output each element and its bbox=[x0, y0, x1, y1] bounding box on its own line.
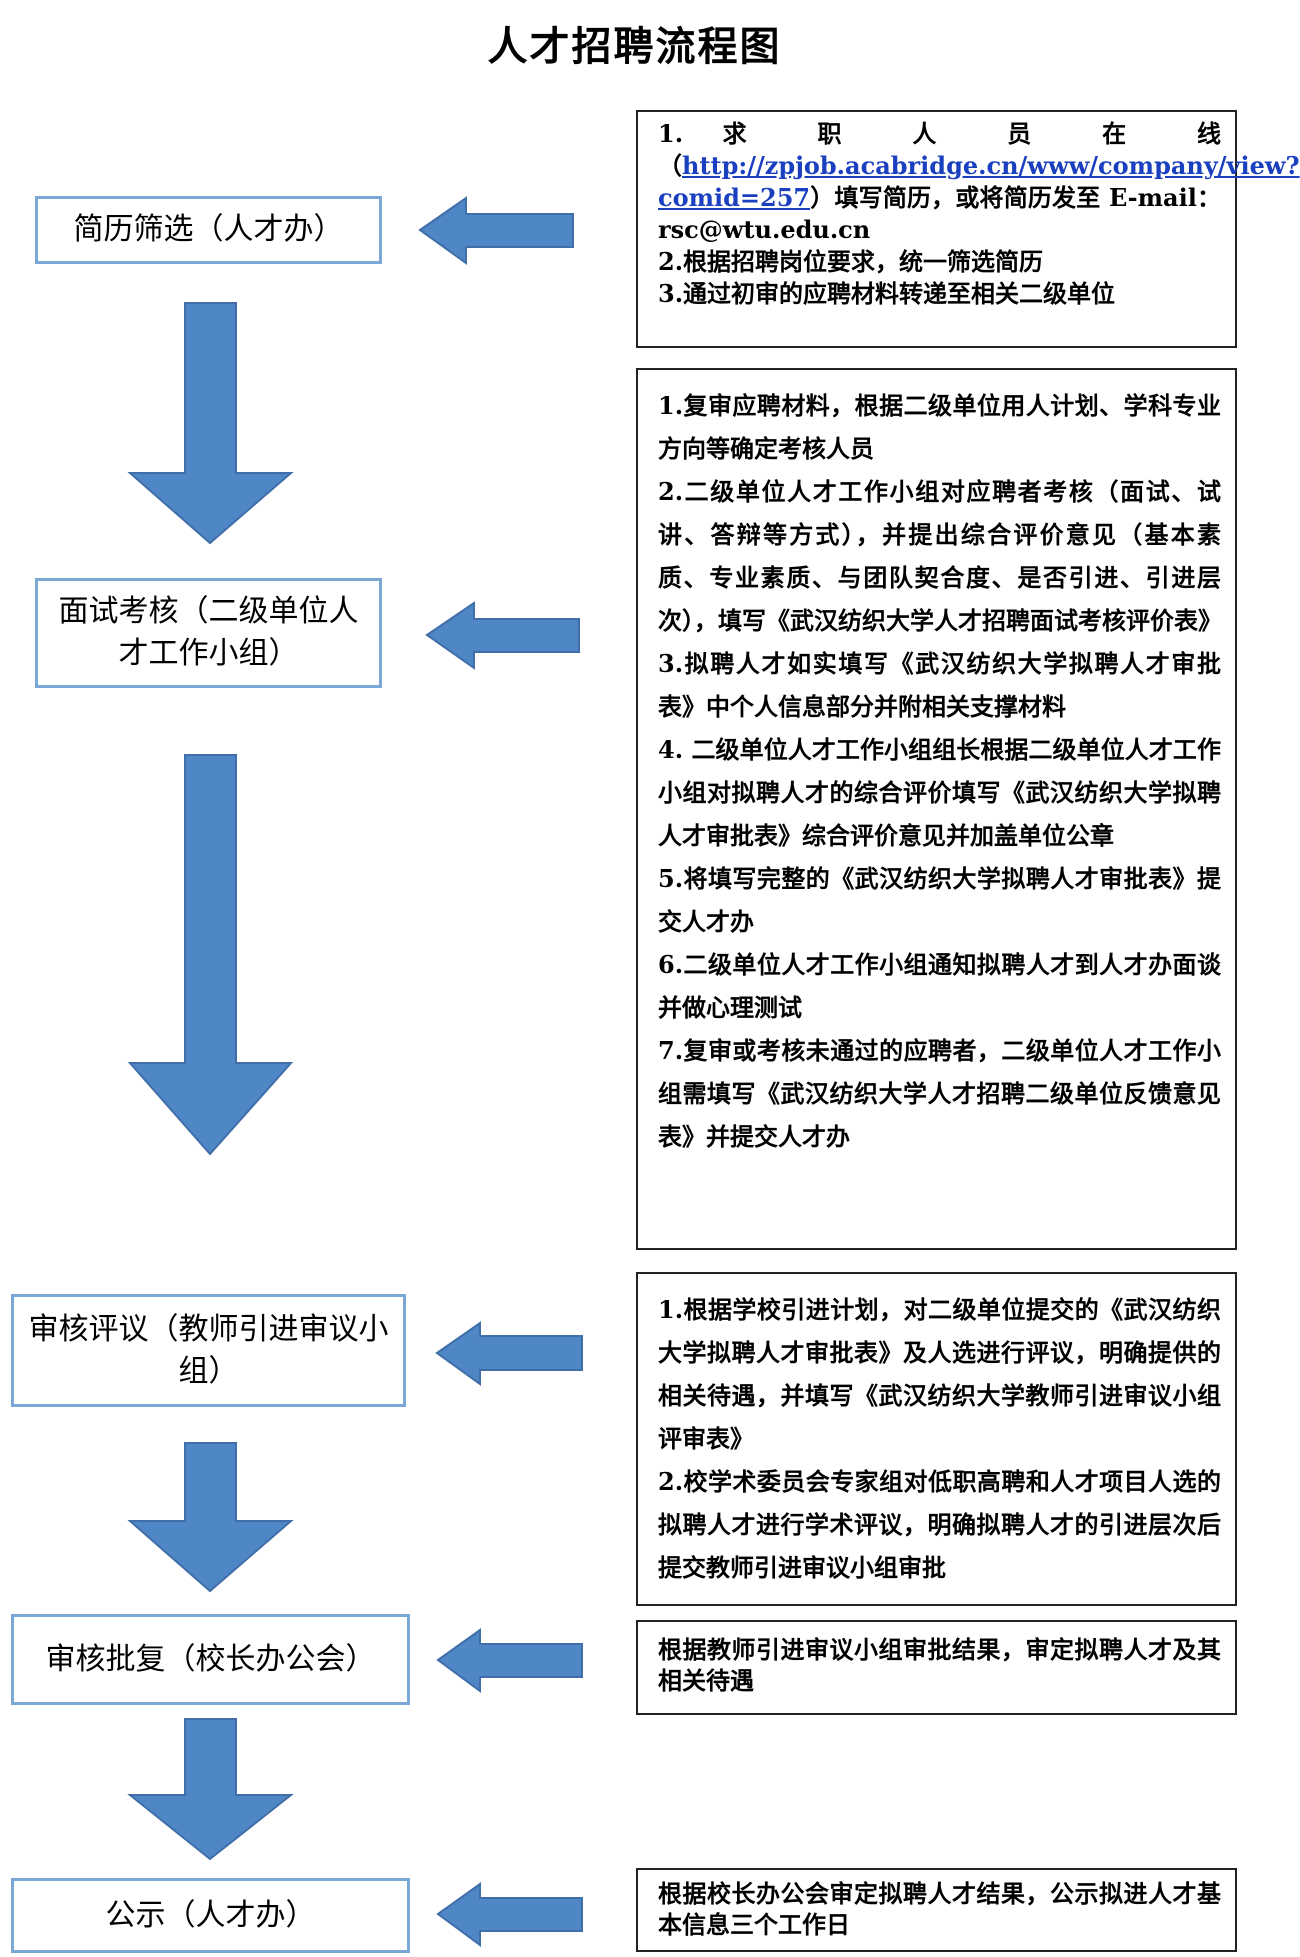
down-arrow-icon bbox=[127, 1442, 294, 1593]
recruitment-link[interactable]: http://zpjob.acabridge.cn/www/company/vi… bbox=[658, 151, 1300, 212]
left-arrow-icon bbox=[418, 196, 574, 265]
step-review-deliberation: 审核评议（教师引进审议小组） bbox=[11, 1294, 406, 1407]
down-arrow-icon bbox=[127, 754, 294, 1156]
step-label: 审核评议（教师引进审议小组） bbox=[28, 1311, 389, 1389]
step-publicity: 公示（人才办） bbox=[11, 1878, 410, 1953]
down-arrow-icon bbox=[127, 1718, 294, 1861]
description-item: 1. 求 职 人 员 在 线（http://zpjob.acabridge.cn… bbox=[658, 118, 1300, 246]
description-item: 4. 二级单位人才工作小组组长根据二级单位人才工作小组对拟聘人才的综合评价填写《… bbox=[658, 735, 1221, 850]
description-approval: 根据教师引进审议小组审批结果，审定拟聘人才及其相关待遇 bbox=[636, 1620, 1237, 1715]
description-item: 1.根据学校引进计划，对二级单位提交的《武汉纺织大学拟聘人才审批表》及人选进行评… bbox=[658, 1295, 1221, 1453]
flow-arrows bbox=[127, 196, 583, 1947]
left-arrow-icon bbox=[435, 1321, 583, 1386]
description-interview-assessment: 1.复审应聘材料，根据二级单位用人计划、学科专业方向等确定考核人员 2.二级单位… bbox=[636, 368, 1237, 1250]
step-label: 简历筛选（人才办） bbox=[73, 212, 344, 247]
step-interview-assessment: 面试考核（二级单位人才工作小组） bbox=[35, 578, 382, 688]
description-item: 7.复审或考核未通过的应聘者，二级单位人才工作小组需填写《武汉纺织大学人才招聘二… bbox=[658, 1036, 1221, 1151]
left-arrow-icon bbox=[436, 1628, 583, 1693]
step-label: 面试考核（二级单位人才工作小组） bbox=[58, 594, 359, 671]
down-arrow-icon bbox=[127, 302, 294, 545]
description-item: 6.二级单位人才工作小组通知拟聘人才到人才办面谈并做心理测试 bbox=[658, 950, 1221, 1022]
description-item: 根据校长办公会审定拟聘人才结果，公示拟进人才基本信息三个工作日 bbox=[658, 1879, 1221, 1939]
description-item: 2.根据招聘岗位要求，统一筛选简历 bbox=[658, 247, 1044, 276]
step-approval: 审核批复（校长办公会） bbox=[11, 1614, 410, 1705]
description-item: 2.校学术委员会专家组对低职高聘和人才项目人选的拟聘人才进行学术评议，明确拟聘人… bbox=[658, 1467, 1221, 1582]
page-title: 人才招聘流程图 bbox=[487, 24, 782, 70]
step-resume-screening: 简历筛选（人才办） bbox=[35, 196, 382, 264]
description-item: 根据教师引进审议小组审批结果，审定拟聘人才及其相关待遇 bbox=[658, 1635, 1221, 1695]
description-text: ）填写简历，或将简历发至 E-mail：rsc@wtu.edu.cn bbox=[658, 183, 1221, 244]
step-label: 审核批复（校长办公会） bbox=[45, 1641, 376, 1677]
step-label: 公示（人才办） bbox=[105, 1897, 316, 1933]
description-item: 3.通过初审的应聘材料转递至相关二级单位 bbox=[658, 279, 1116, 308]
left-arrow-icon bbox=[425, 601, 580, 670]
description-item: 2.二级单位人才工作小组对应聘者考核（面试、试讲、答辩等方式），并提出综合评价意… bbox=[658, 477, 1222, 635]
left-arrow-icon bbox=[436, 1882, 583, 1947]
description-item: 3.拟聘人才如实填写《武汉纺织大学拟聘人才审批表》中个人信息部分并附相关支撑材料 bbox=[658, 649, 1221, 721]
description-text: 1. 求 职 人 员 在 线（ bbox=[658, 119, 1221, 180]
description-publicity: 根据校长办公会审定拟聘人才结果，公示拟进人才基本信息三个工作日 bbox=[636, 1868, 1237, 1952]
description-resume-screening: 1. 求 职 人 员 在 线（http://zpjob.acabridge.cn… bbox=[636, 110, 1300, 348]
description-item: 1.复审应聘材料，根据二级单位用人计划、学科专业方向等确定考核人员 bbox=[658, 391, 1221, 463]
description-item: 5.将填写完整的《武汉纺织大学拟聘人才审批表》提交人才办 bbox=[658, 864, 1221, 936]
description-review-deliberation: 1.根据学校引进计划，对二级单位提交的《武汉纺织大学拟聘人才审批表》及人选进行评… bbox=[636, 1272, 1237, 1606]
